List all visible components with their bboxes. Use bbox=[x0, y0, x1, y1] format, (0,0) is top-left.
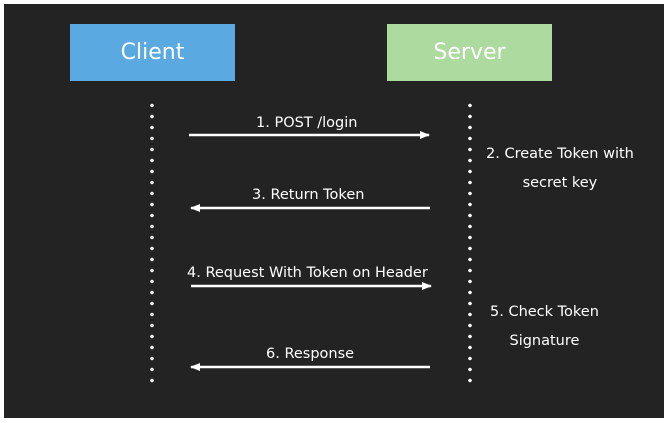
check-token-note-line1: 5. Check Token bbox=[490, 304, 599, 320]
response-label: 6. Response bbox=[266, 346, 355, 362]
server-lifeline bbox=[468, 100, 472, 388]
return-token-label: 3. Return Token bbox=[252, 187, 365, 203]
server-actor-box: Server bbox=[387, 24, 552, 81]
check-token-note: 5. Check Token Signature bbox=[490, 298, 599, 356]
request-with-token-label: 4. Request With Token on Header bbox=[187, 265, 428, 281]
client-lifeline bbox=[150, 100, 154, 388]
check-token-note-line2: Signature bbox=[509, 333, 580, 349]
create-token-note: 2. Create Token with secret key bbox=[486, 140, 634, 198]
client-actor-box: Client bbox=[70, 24, 235, 81]
post-login-label: 1. POST /login bbox=[256, 115, 358, 131]
create-token-note-line2: secret key bbox=[522, 175, 598, 191]
create-token-note-line1: 2. Create Token with bbox=[486, 146, 634, 162]
server-actor-label: Server bbox=[433, 40, 506, 65]
message-arrows bbox=[189, 131, 432, 371]
sequence-diagram: Client Server 1. POST /login 3. Return T… bbox=[4, 4, 664, 418]
client-actor-label: Client bbox=[120, 40, 185, 65]
